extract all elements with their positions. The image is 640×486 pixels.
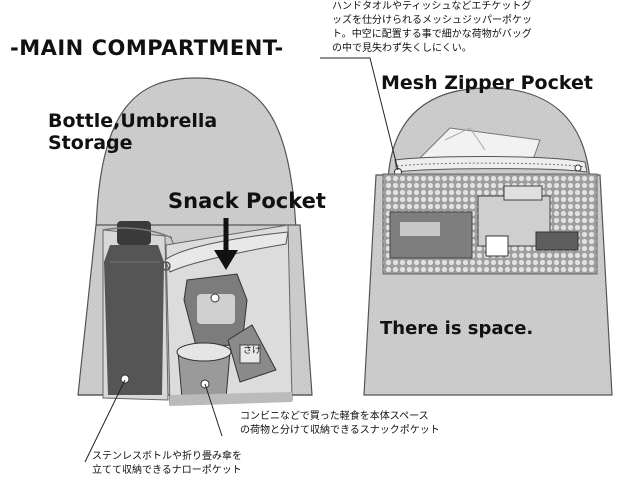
space-label: There is space. <box>380 318 534 339</box>
bottle-pocket-note: ステンレスボトルや折り畳み傘を 立てて収納できるナローポケット <box>92 450 332 478</box>
bottle-umbrella-line-2: Storage <box>48 132 133 154</box>
leader-lines <box>84 57 399 463</box>
snack-pocket-label: Snack Pocket <box>168 189 326 213</box>
bottle-note-line-2: 立てて収納できるナローポケット <box>92 465 242 476</box>
bottle-umbrella-label: Bottle,Umbrella Storage <box>48 110 217 154</box>
mesh-note-line-4: の中で見失わず失くしにくい。 <box>332 43 472 54</box>
snack-pocket <box>161 224 293 406</box>
mesh-note-line-3: ト。中空に配置する事で細かな荷物がバッグ <box>332 29 532 40</box>
bottle-umbrella-line-1: Bottle,Umbrella <box>48 110 218 132</box>
bottle-pocket <box>102 221 175 401</box>
snack-pocket-note: コンビニなどで買った軽食を本体スペース の荷物と分けて収納できるスナックポケット <box>240 410 500 438</box>
mesh-note-line-1: ハンドタオルやティッシュなどエチケットグ <box>332 1 532 12</box>
arrow-down-icon <box>214 218 238 270</box>
right-bag <box>363 87 613 396</box>
mesh-zipper-label: Mesh Zipper Pocket <box>381 72 593 94</box>
bottle-note-line-1: ステンレスボトルや折り畳み傘を <box>92 451 242 462</box>
mesh-note-line-2: ッズを仕分けられるメッシュジッパーポケッ <box>332 15 532 26</box>
snack-note-line-2: の荷物と分けて収納できるスナックポケット <box>240 425 440 436</box>
mesh-pocket-note: ハンドタオルやティッシュなどエチケットグ ッズを仕分けられるメッシュジッパーポケ… <box>332 0 632 56</box>
page-title: -MAIN COMPARTMENT- <box>10 36 284 60</box>
left-bag <box>77 77 313 406</box>
food-tag: さけ <box>243 346 262 356</box>
snack-note-line-1: コンビニなどで買った軽食を本体スペース <box>240 411 429 422</box>
